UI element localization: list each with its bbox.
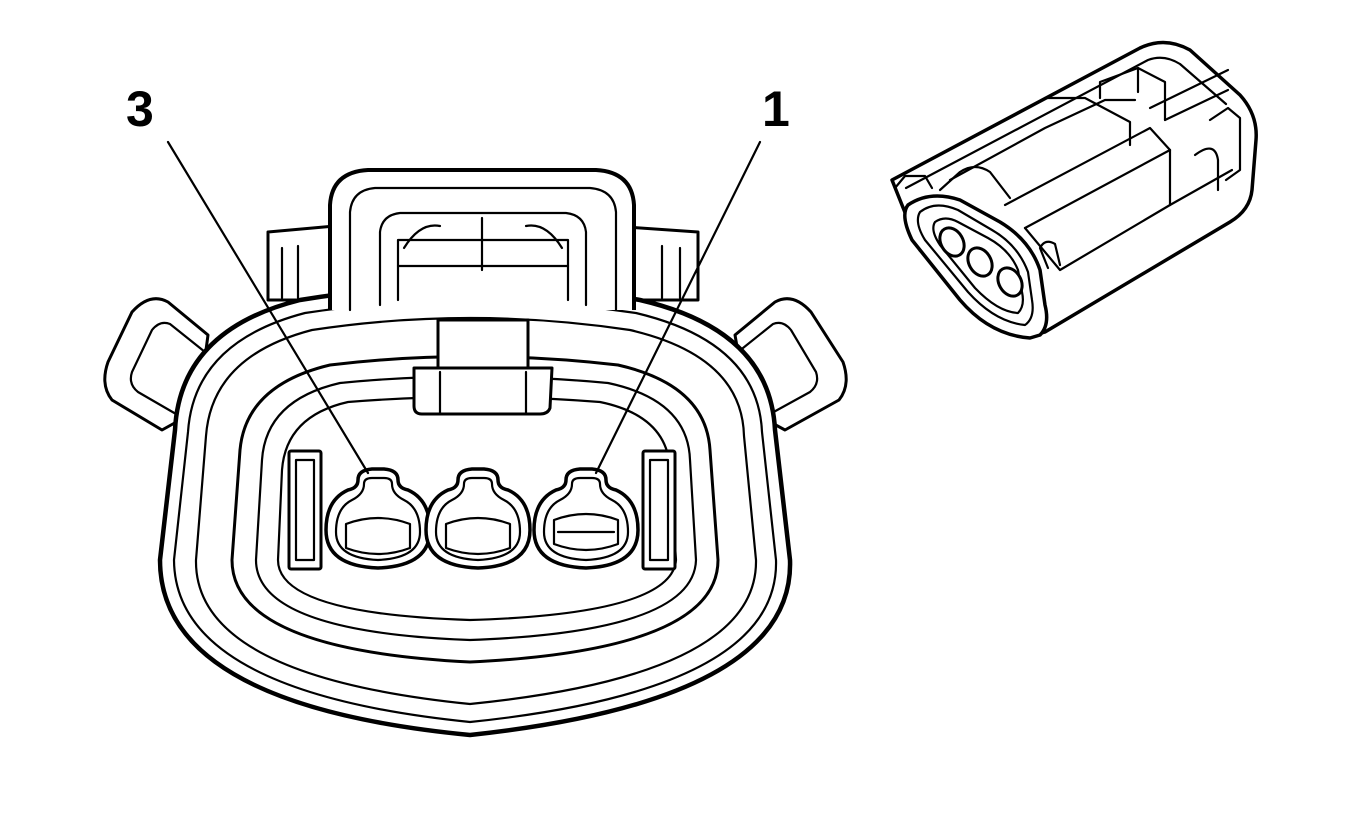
leader-line-1 [594,140,762,475]
connector-face-view: 3 1 [103,81,848,738]
leader-line-3 [166,140,370,475]
connector-isometric-view [890,40,1258,340]
locking-latch [328,168,636,416]
isometric-cavities [938,226,1024,298]
callout-label-1: 1 [762,81,790,137]
callout-label-3: 3 [126,81,154,137]
keying-slots [287,449,677,571]
terminal-cavity-2 [424,467,532,570]
